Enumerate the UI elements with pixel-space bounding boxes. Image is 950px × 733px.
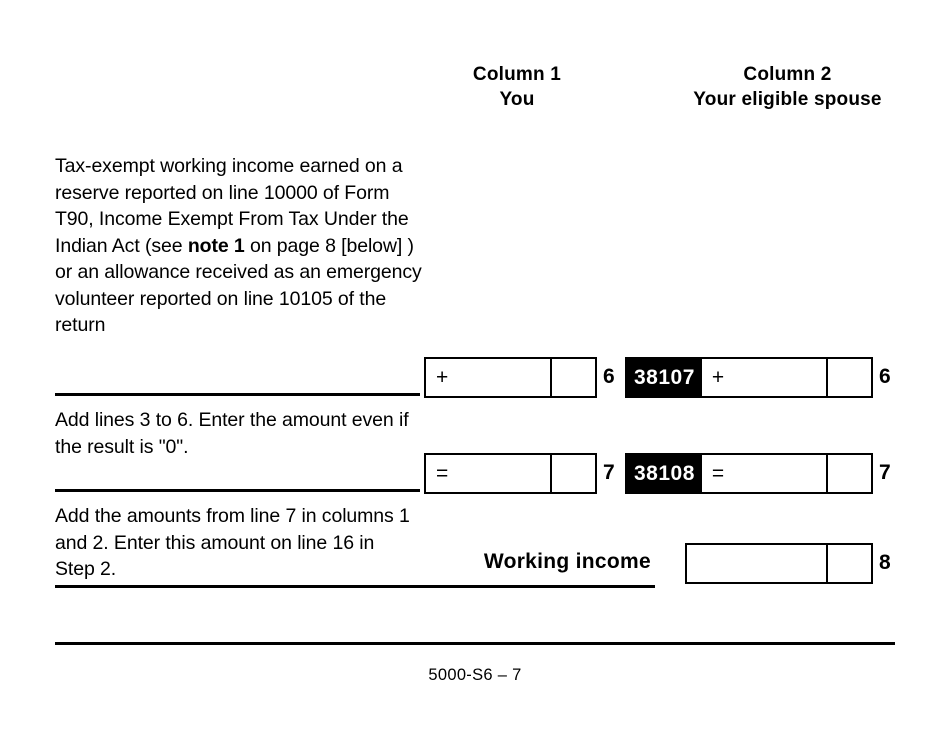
line-6-description-prefix: Tax-exempt working income earned on a re…	[55, 155, 409, 257]
line-6-column-2-line-number: 6	[879, 365, 891, 388]
line-8-total-amount-box[interactable]	[685, 543, 873, 584]
line-6-description-suffix: on page 8 [below] ) or an allowance rece…	[55, 234, 422, 337]
line-6-column-2-operator: +	[711, 365, 725, 389]
line-6-divider	[55, 393, 420, 396]
line-7-column-2-amount-box[interactable]: 38108 =	[625, 453, 873, 494]
line-7-column-2-cents-field[interactable]	[826, 455, 871, 492]
line-7-column-2-operator: =	[711, 461, 725, 485]
line-8-cents-field[interactable]	[826, 545, 871, 582]
working-income-label: Working income	[483, 550, 651, 573]
line-6-column-1-line-number: 6	[603, 365, 615, 388]
column-2-title: Column 2	[743, 64, 832, 85]
line-8-dollars-field[interactable]	[687, 545, 826, 582]
line-6-description: Tax-exempt working income earned on a re…	[55, 153, 427, 339]
column-2-heading: Column 2 Your eligible spouse	[680, 62, 895, 112]
line-7-column-1-operator: =	[436, 461, 449, 485]
line-8-divider	[55, 585, 655, 588]
line-7-description: Add lines 3 to 6. Enter the amount even …	[55, 409, 409, 458]
line-6-column-2-amount-box[interactable]: 38107 +	[625, 357, 873, 398]
line-7-column-1-line-number: 7	[603, 461, 615, 484]
line-6-column-2-code-tag: 38107	[627, 359, 702, 396]
line-7-column-2-line-number: 7	[879, 461, 891, 484]
line-6-column-2-cents-field[interactable]	[826, 359, 871, 396]
column-2-subtitle: Your eligible spouse	[693, 89, 882, 110]
line-7-divider	[55, 489, 420, 492]
line-7-column-1-amount-box[interactable]: =	[424, 453, 597, 494]
line-7-column-2-code-tag: 38108	[627, 455, 702, 492]
column-1-title: Column 1	[472, 64, 562, 85]
line-6-description-note: note 1	[187, 234, 245, 257]
footer-divider	[55, 642, 895, 645]
line-8-description: Add the amounts from line 7 in columns 1…	[55, 505, 410, 580]
line-8-line-number: 8	[879, 551, 891, 574]
form-identifier: 5000-S6 – 7	[428, 666, 522, 684]
column-1-subtitle: You	[499, 89, 535, 110]
line-6-column-1-operator: +	[436, 365, 449, 389]
line-6-column-1-amount-box[interactable]: +	[424, 357, 597, 398]
line-7-column-1-cents-field[interactable]	[550, 455, 595, 492]
line-6-column-1-cents-field[interactable]	[550, 359, 595, 396]
column-1-heading: Column 1 You	[424, 62, 610, 112]
